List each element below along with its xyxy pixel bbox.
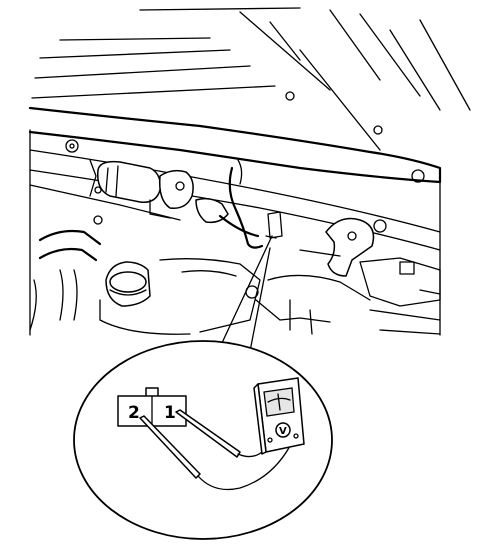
meter-body-side xyxy=(253,383,267,455)
meter-jack-com xyxy=(267,437,273,443)
fender-bracket xyxy=(359,257,441,335)
wiper-motor xyxy=(89,159,229,224)
hood-fastener xyxy=(65,139,79,153)
hood-surface xyxy=(31,7,471,151)
hood-fastener xyxy=(69,143,75,149)
hood-fastener xyxy=(373,125,383,135)
engine-bay-illustration xyxy=(28,7,471,336)
meter-selector-knob xyxy=(275,422,291,438)
hoses xyxy=(29,215,103,331)
meter-unit-symbol: V xyxy=(279,426,287,437)
hood-fastener xyxy=(285,91,295,101)
meter-jack-v xyxy=(293,433,299,439)
cowl-panel xyxy=(29,149,441,233)
connector-pin-1-label: 1 xyxy=(164,403,176,423)
meter-needle xyxy=(277,393,281,411)
bay-frame xyxy=(29,129,441,336)
connector-pin-2-label: 2 xyxy=(128,403,140,423)
wiring-harness xyxy=(218,159,283,249)
connector-icon: 2 1 xyxy=(117,387,187,427)
hood-edge xyxy=(28,106,442,184)
voltmeter-icon: V xyxy=(253,377,305,455)
wiper-linkage xyxy=(299,217,387,277)
coolant-reservoir xyxy=(99,261,191,335)
hood-fastener xyxy=(411,169,425,183)
